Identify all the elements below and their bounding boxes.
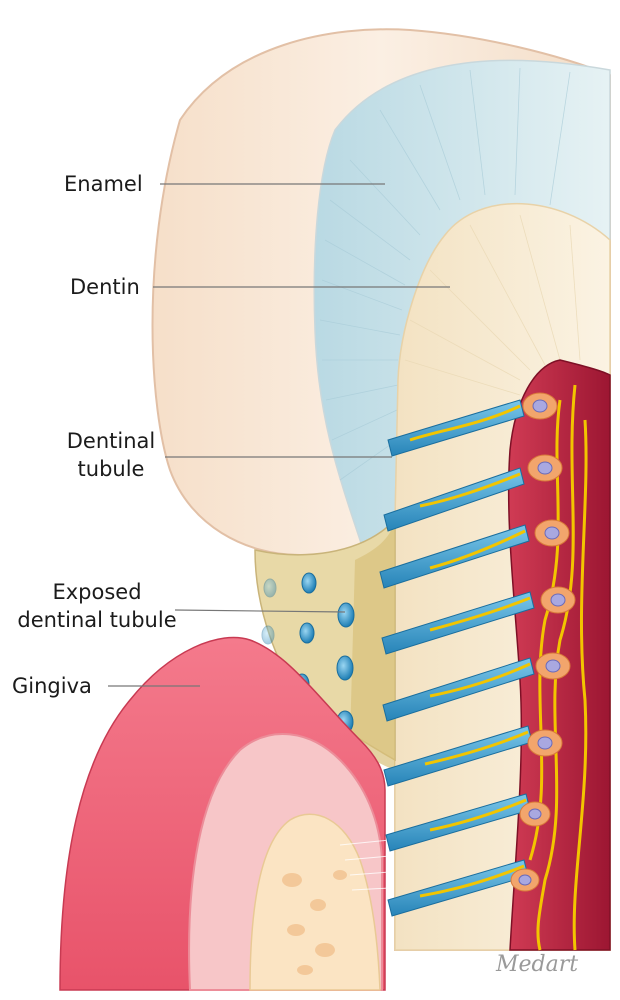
label-exposed-dentinal-tubule: Exposed dentinal tubule bbox=[2, 578, 192, 634]
label-dentinal-tubule-line2: tubule bbox=[77, 457, 145, 481]
label-exposed-line1: Exposed bbox=[52, 580, 142, 604]
enamel-rods bbox=[319, 67, 571, 481]
label-exposed-line2: dentinal tubule bbox=[17, 608, 177, 632]
label-dentinal-tubule-line1: Dentinal bbox=[66, 429, 156, 453]
odontoblast-nuclei bbox=[518, 399, 566, 886]
bone-trabeculae bbox=[282, 870, 347, 975]
label-dentin: Dentin bbox=[70, 275, 140, 299]
exposed-tubule-leader bbox=[174, 609, 346, 613]
periodontal-fibers bbox=[339, 839, 391, 891]
label-dentinal-tubule: Dentinal tubule bbox=[56, 427, 166, 483]
artist-signature: Medart bbox=[496, 952, 579, 977]
nerve-fibers bbox=[409, 384, 588, 951]
label-enamel: Enamel bbox=[64, 172, 143, 196]
leader-lines bbox=[108, 183, 450, 687]
label-gingiva: Gingiva bbox=[12, 674, 92, 698]
